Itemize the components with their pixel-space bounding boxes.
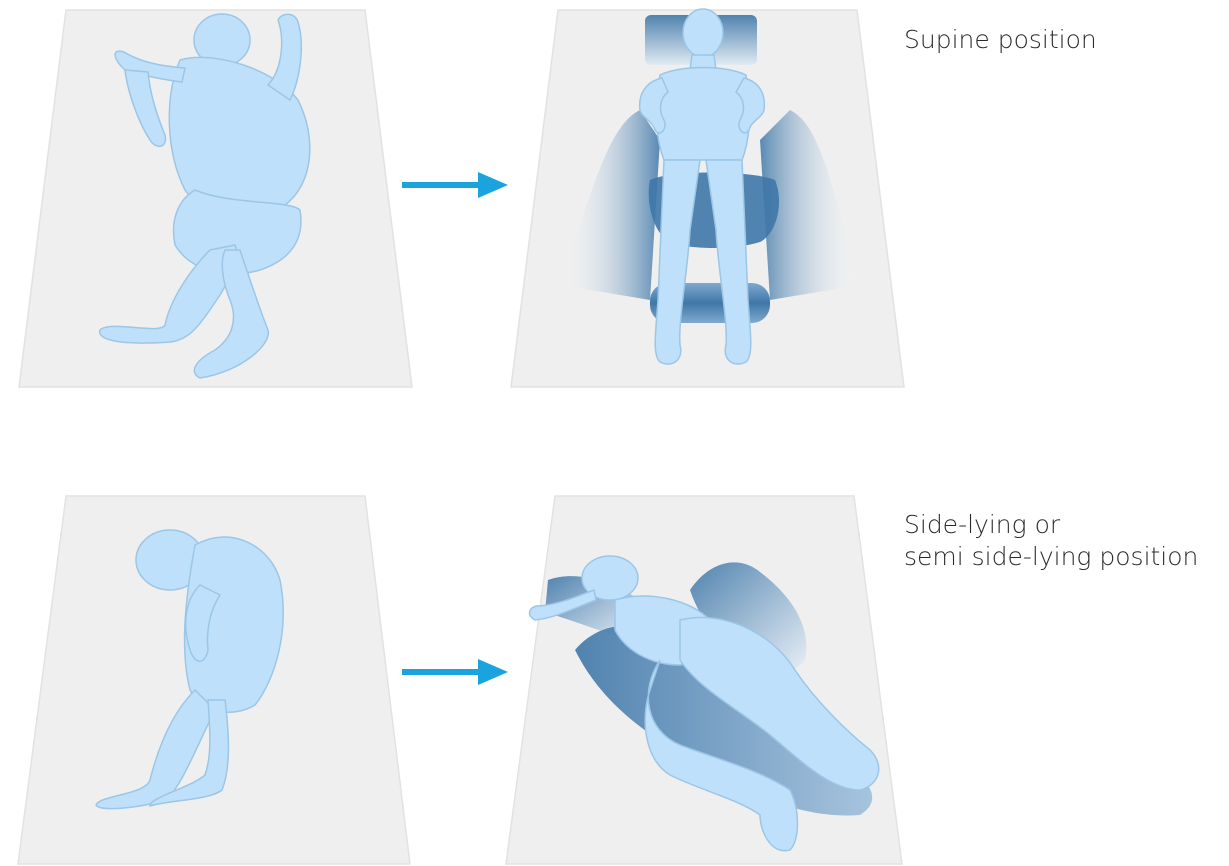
caption-line: Side-lying or — [904, 509, 1198, 541]
caption-side-lying: Side-lying or semi side-lying position — [904, 509, 1198, 573]
caption-line: semi side-lying position — [904, 541, 1198, 573]
side-lying-after-panel — [506, 496, 902, 864]
caption-line: Supine position — [904, 24, 1097, 56]
caption-supine: Supine position — [904, 24, 1097, 56]
side-lying-before-panel — [18, 496, 410, 864]
arrow-row-1 — [402, 172, 508, 198]
supine-before-panel — [19, 10, 412, 387]
arrow-row-2 — [402, 659, 508, 685]
supine-after-panel — [511, 9, 904, 387]
